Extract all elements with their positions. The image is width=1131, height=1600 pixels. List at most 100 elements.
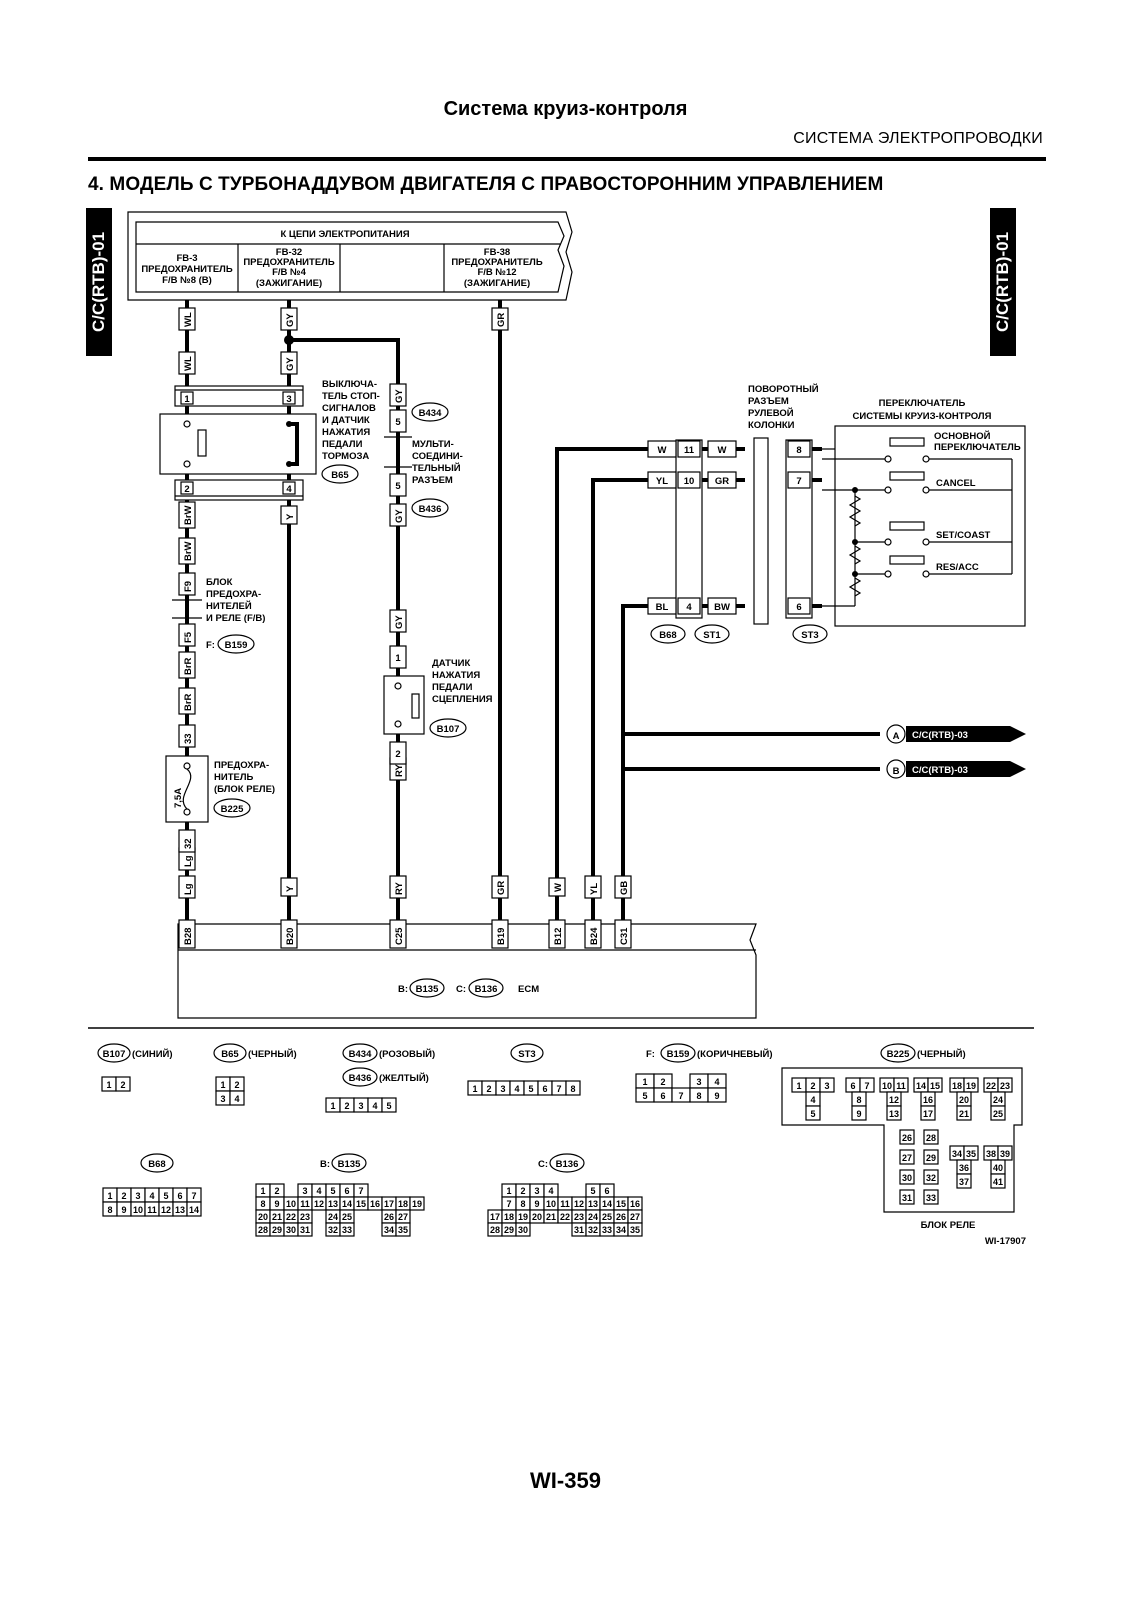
- pin-cell: [956, 1173, 972, 1189]
- pin-number: 8: [520, 1199, 525, 1209]
- legend-b65-color: (ЧЕРНЫЙ): [248, 1048, 297, 1060]
- pin-cell: [899, 1149, 915, 1165]
- fb-label-4: И РЕЛЕ (F/B): [206, 613, 265, 624]
- connector-b135: B135: [416, 984, 439, 995]
- brake-label-4: И ДАТЧИК: [322, 415, 370, 426]
- wire-gb-bottom: GB: [619, 881, 630, 895]
- pin-number: 20: [258, 1212, 268, 1222]
- wire-ry-2: RY: [394, 881, 405, 895]
- switch-res: RES/ACC: [936, 562, 979, 573]
- pin-number: 25: [602, 1212, 612, 1222]
- legend-b436-color: (ЖЕЛТЫЙ): [379, 1072, 429, 1084]
- pin-cell: [886, 1105, 902, 1121]
- fuse-block-label-3: (БЛОК РЕЛЕ): [214, 784, 275, 795]
- connector-b68: B68: [659, 630, 676, 641]
- pin-number: 33: [342, 1225, 352, 1235]
- clutch-label-1: ДАТЧИК: [432, 658, 470, 669]
- legend-b135-prefix: B:: [320, 1159, 330, 1170]
- switch-main-1: ОСНОВНОЙ: [934, 430, 991, 442]
- pin-number: 3: [135, 1191, 140, 1201]
- brake-label-7: ТОРМОЗА: [322, 451, 369, 462]
- fb-prefix: F:: [206, 640, 215, 651]
- pin-number: 6: [177, 1191, 182, 1201]
- cruise-switch: ПЕРЕКЛЮЧАТЕЛЬ СИСТЕМЫ КРУИЗ-КОНТРОЛЯ ОСН…: [822, 398, 1026, 627]
- pin-number: 28: [926, 1133, 936, 1143]
- switch-main-2: ПЕРЕКЛЮЧАТЕЛЬ: [934, 442, 1021, 453]
- fuse-relay-box: F9 F5 БЛОК ПРЕДОХРА- НИТЕЛЕЙ И РЕЛЕ (F/B…: [172, 572, 265, 654]
- connector-b436: B436: [419, 504, 442, 515]
- legend-b434-color: (РОЗОВЫЙ): [379, 1048, 435, 1060]
- pin-number: 31: [902, 1193, 912, 1203]
- b107-pin1: 1: [395, 653, 401, 664]
- ecm-b-prefix: B:: [398, 984, 408, 995]
- wire-labels: WL GY GR WL GY GY BrW Y GY BrW BrR BrR G…: [178, 307, 632, 899]
- pin-cell: [565, 1080, 581, 1096]
- pin-number: 23: [574, 1212, 584, 1222]
- pin-cell: [899, 1129, 915, 1145]
- pin-number: 32: [328, 1225, 338, 1235]
- pin-number: 5: [163, 1191, 168, 1201]
- legend-b225: B225: [887, 1049, 910, 1060]
- pin-number: 32: [926, 1173, 936, 1183]
- connector-st3: ST3: [801, 630, 818, 641]
- wire-yl-bottom: YL: [589, 883, 600, 895]
- legend-b135: B135: [338, 1159, 361, 1170]
- pin-number: 28: [258, 1225, 268, 1235]
- connector-b65: B65: [331, 470, 349, 481]
- pin-cell: [819, 1077, 835, 1093]
- pin-number: 36: [959, 1163, 969, 1173]
- fuse1-line2: ПРЕДОХРАНИТЕЛЬ: [141, 264, 232, 275]
- pin-number: 2: [274, 1186, 279, 1196]
- wire-gr-bottom: GR: [496, 881, 507, 895]
- steer-yl: YL: [656, 476, 668, 487]
- pin-number: 10: [133, 1205, 143, 1215]
- legend-b68: B68: [148, 1159, 165, 1170]
- pin-number: 4: [372, 1101, 377, 1111]
- pin-number: 1: [330, 1101, 335, 1111]
- st1-pin11: 11: [684, 445, 695, 456]
- pin-number: 35: [630, 1225, 640, 1235]
- pin-number: 2: [121, 1191, 126, 1201]
- pin-number: 8: [570, 1084, 575, 1094]
- legend-b107: B107: [103, 1049, 126, 1060]
- pin-number: 8: [696, 1091, 701, 1101]
- legend-b225-color: (ЧЕРНЫЙ): [917, 1048, 966, 1060]
- pin-number: 1: [220, 1080, 225, 1090]
- pin-number: 38: [986, 1149, 996, 1159]
- pin-number: 2: [660, 1077, 665, 1087]
- legend-st3: ST3: [518, 1049, 535, 1060]
- pin-number: 1: [472, 1084, 477, 1094]
- pin-number: 11: [560, 1199, 570, 1209]
- pin-number: 30: [902, 1173, 912, 1183]
- pin-number: 18: [952, 1081, 962, 1091]
- steering-label-4: КОЛОНКИ: [748, 420, 795, 431]
- pin-cell: [851, 1105, 867, 1121]
- pin-number: 34: [952, 1149, 962, 1159]
- wire-ry-1: RY: [394, 763, 405, 777]
- pin-number: 4: [548, 1186, 553, 1196]
- steering-label-3: РУЛЕВОЙ: [748, 407, 794, 419]
- pin-number: 10: [546, 1199, 556, 1209]
- pin-number: 21: [272, 1212, 282, 1222]
- b434-pin5: 5: [395, 417, 401, 428]
- brake-label-6: ПЕДАЛИ: [322, 439, 363, 450]
- fuse-block-label-1: ПРЕДОХРА-: [214, 760, 269, 771]
- pin-number: 9: [856, 1109, 861, 1119]
- wire-brr-1: BrR: [183, 657, 194, 675]
- wire-brr-2: BrR: [183, 693, 194, 711]
- off-page-connectors: A C/C(RTB)-03 B C/C(RTB)-03: [886, 724, 1026, 779]
- legend-b159-prefix: F:: [646, 1049, 655, 1060]
- pin-number: 2: [810, 1081, 815, 1091]
- st1-pin10: 10: [684, 476, 695, 487]
- ecm-pin-box: [548, 919, 566, 949]
- connector-b159: B159: [225, 640, 248, 651]
- ecm-pin-label: C25: [394, 927, 405, 945]
- pin-cell: [920, 1105, 936, 1121]
- offpage-a-letter: A: [893, 731, 900, 742]
- pin-cell: [956, 1105, 972, 1121]
- pin-number: 20: [532, 1212, 542, 1222]
- st3-pin8: 8: [796, 445, 801, 456]
- pin-number: 6: [542, 1084, 547, 1094]
- wire-brw-1: BrW: [183, 505, 194, 525]
- connector-b434: B434: [419, 408, 442, 419]
